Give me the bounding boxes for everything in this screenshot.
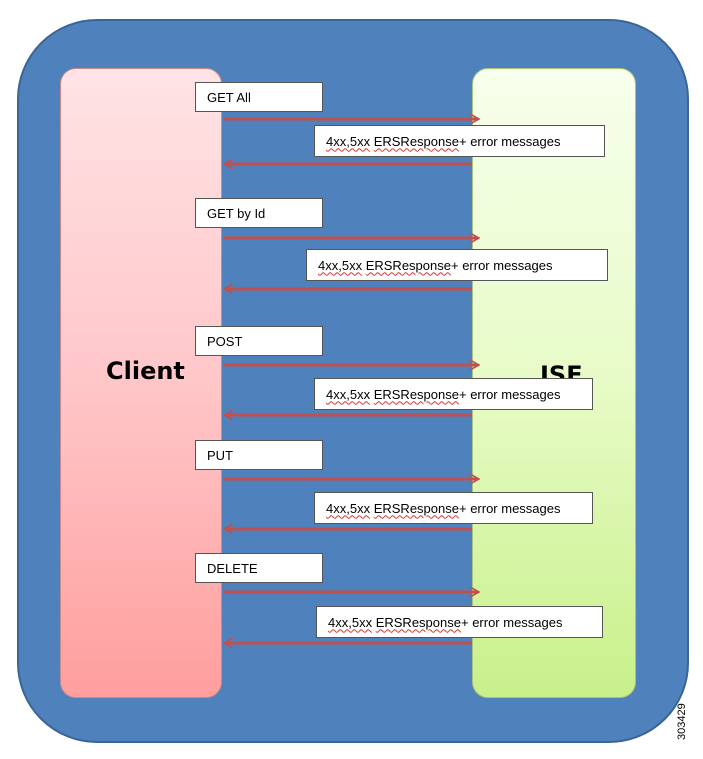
response-codes: 4xx,5xx (326, 133, 371, 149)
client-label: Client (106, 357, 185, 385)
response-codes: 4xx,5xx (328, 614, 373, 630)
response-label-get-all: 4xx,5xx ERSResponse + error messages (314, 125, 605, 157)
response-object: ERSResponse (373, 133, 459, 149)
response-object: ERSResponse (375, 614, 461, 630)
response-suffix: + error messages (460, 614, 563, 630)
request-label-get-all: GET All (195, 82, 323, 112)
response-suffix: + error messages (458, 133, 561, 149)
response-codes: 4xx,5xx (318, 257, 363, 273)
response-label-get-by-id: 4xx,5xx ERSResponse + error messages (306, 249, 608, 281)
response-codes: 4xx,5xx (326, 386, 371, 402)
response-label-post: 4xx,5xx ERSResponse + error messages (314, 378, 593, 410)
response-suffix: + error messages (458, 500, 561, 516)
response-suffix: + error messages (450, 257, 553, 273)
response-object: ERSResponse (373, 500, 459, 516)
client-box (60, 68, 222, 698)
response-label-delete: 4xx,5xx ERSResponse + error messages (316, 606, 603, 638)
request-label-get-by-id: GET by Id (195, 198, 323, 228)
response-suffix: + error messages (458, 386, 561, 402)
response-object: ERSResponse (365, 257, 451, 273)
figure-id: 303429 (676, 703, 688, 740)
request-label-put: PUT (195, 440, 323, 470)
request-label-delete: DELETE (195, 553, 323, 583)
response-codes: 4xx,5xx (326, 500, 371, 516)
request-label-post: POST (195, 326, 323, 356)
response-object: ERSResponse (373, 386, 459, 402)
response-label-put: 4xx,5xx ERSResponse + error messages (314, 492, 593, 524)
